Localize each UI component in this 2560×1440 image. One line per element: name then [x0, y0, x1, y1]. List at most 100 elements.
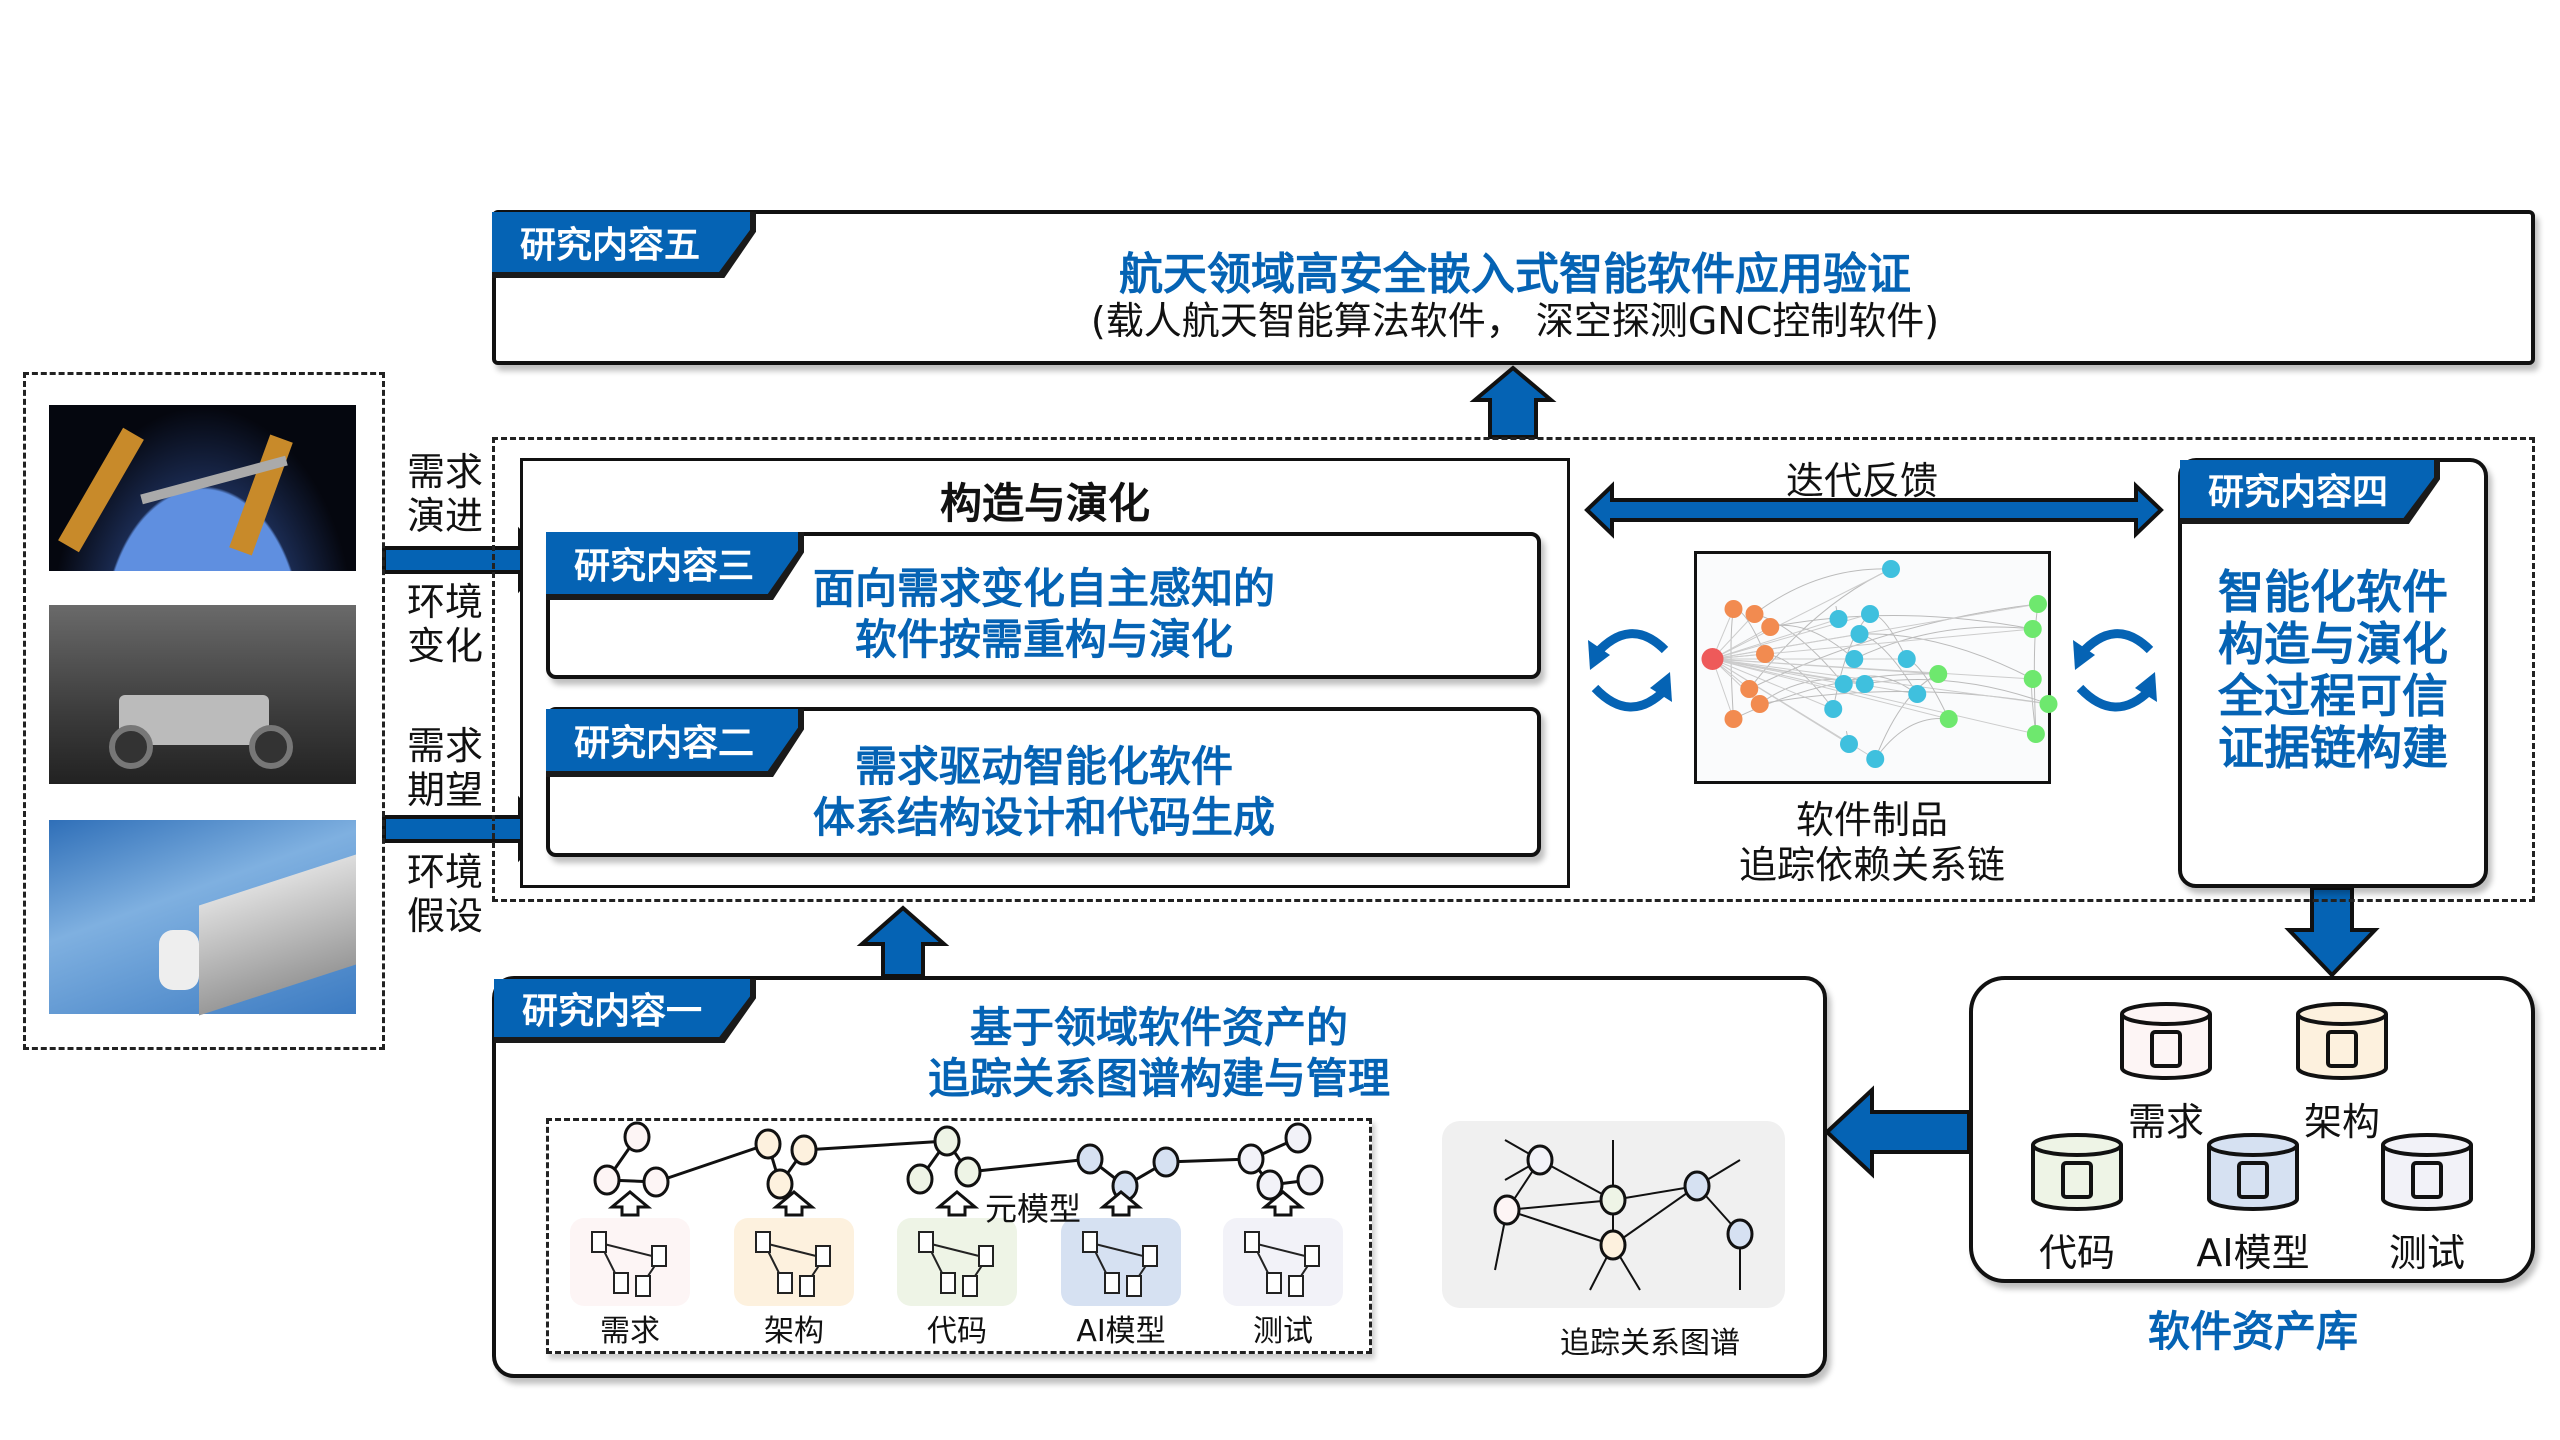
- metamodel-edge: [1165, 1157, 1252, 1164]
- metamodel-tile-label: 代码: [927, 1314, 987, 1349]
- up-arrow-icon: [607, 1190, 653, 1217]
- astronaut-eva-image: [49, 820, 356, 1016]
- network-edge: [1712, 618, 1839, 660]
- research4-tag: 研究内容四: [2180, 460, 2440, 524]
- construct-evolution-region: [492, 437, 2535, 902]
- trace-node: [1683, 1170, 1711, 1202]
- network-node: [1724, 710, 1743, 728]
- network-edge: [1770, 614, 2033, 630]
- up-arrow-icon: [771, 1190, 817, 1217]
- asset-db-layers-icon: [2296, 1002, 2388, 1080]
- space-station-image: [49, 405, 356, 571]
- network-node: [1840, 735, 1858, 753]
- metamodel-node: [1284, 1122, 1312, 1154]
- trace-network: [1701, 560, 2058, 768]
- research2-tag: 研究内容二: [546, 709, 804, 777]
- network-node: [2023, 620, 2042, 638]
- metamodel-node: [1152, 1146, 1180, 1178]
- research4-line: 构造与演化: [2218, 617, 2448, 671]
- network-edge: [1749, 603, 2039, 690]
- network-node: [2023, 670, 2042, 688]
- up-arrow-to-research5: [1469, 365, 1557, 439]
- asset-db-label: 测试: [2388, 1231, 2465, 1275]
- metamodel-node: [642, 1166, 670, 1198]
- network-node: [1750, 695, 1769, 713]
- trace-node: [1599, 1184, 1627, 1216]
- label-demand-expectation: 需求 期望: [406, 724, 483, 812]
- network-node: [1897, 650, 1916, 668]
- trace-edge: [1506, 1209, 1614, 1246]
- research5-box: [492, 210, 2535, 365]
- trace-node: [1599, 1229, 1627, 1261]
- down-arrow-to-assets: [2284, 886, 2380, 978]
- feedback-double-arrow: [1584, 481, 2164, 539]
- left-arrow-to-research1: [1824, 1085, 1971, 1179]
- network-edge: [2033, 603, 2039, 735]
- network-node: [2039, 695, 2058, 713]
- network-edge: [1854, 626, 2033, 660]
- network-edge: [1864, 679, 2049, 705]
- scenario-panel: [23, 372, 385, 1050]
- asset-library-title: 软件资产库: [2147, 1307, 2358, 1356]
- metamodel-tile-checklist-icon: [1223, 1218, 1343, 1306]
- research4-line: 证据链构建: [2218, 721, 2448, 775]
- asset-db-document-icon: [2120, 1002, 2212, 1080]
- research1-line1: 基于领域软件资产的: [969, 1003, 1348, 1052]
- lunar-rover-image: [49, 605, 356, 784]
- asset-library-box: [1969, 976, 2535, 1283]
- asset-db-checklist-icon: [2381, 1133, 2473, 1211]
- network-node: [1850, 625, 1869, 643]
- network-edge: [1712, 658, 1949, 720]
- up-arrow-icon: [1260, 1190, 1306, 1217]
- network-node: [1845, 650, 1864, 668]
- network-node: [2026, 725, 2045, 743]
- network-node: [1834, 675, 1853, 693]
- research1-line2: 追踪关系图谱构建与管理: [927, 1054, 1390, 1103]
- trace-edge: [1612, 1185, 1698, 1246]
- metamodel-tile-label: AI模型: [1076, 1314, 1166, 1349]
- research3-line2: 软件按需重构与演化: [854, 615, 1233, 664]
- cycle-icon-left-top: [1591, 629, 1669, 659]
- metamodel-tile-document-icon: [570, 1218, 690, 1306]
- research5-subtitle: (载人航天智能算法软件， 深空探测GNC控制软件): [1090, 299, 1940, 343]
- network-node: [1939, 710, 1958, 728]
- metamodel-panel: [546, 1118, 1372, 1354]
- research3-line1: 面向需求变化自主感知的: [812, 564, 1275, 613]
- network-node: [1740, 680, 1759, 698]
- network-node: [1701, 648, 1724, 670]
- metamodel-node: [906, 1163, 934, 1195]
- metamodel-tile-layers-icon: [734, 1218, 854, 1306]
- trace-edge: [1506, 1199, 1614, 1211]
- network-node: [1866, 750, 1885, 768]
- metamodel-node: [1076, 1143, 1104, 1175]
- metamodel-node: [754, 1128, 782, 1160]
- research1-tag: 研究内容一: [494, 979, 756, 1043]
- metamodel-node: [933, 1125, 961, 1157]
- network-edge: [1859, 633, 2033, 680]
- trace-node: [1493, 1194, 1521, 1226]
- label-env-change: 环境 变化: [406, 580, 483, 668]
- network-edge: [1712, 658, 2037, 735]
- metamodel-node: [766, 1168, 794, 1200]
- network-node: [2029, 595, 2047, 613]
- network-edge: [1712, 658, 1834, 710]
- asset-db-label: 代码: [2038, 1231, 2115, 1275]
- feedback-label: 迭代反馈: [1785, 459, 1938, 503]
- trace-edge: [1612, 1185, 1698, 1201]
- cycle-icon-right-top: [2076, 629, 2154, 659]
- metamodel-tile-label: 需求: [600, 1314, 660, 1349]
- asset-db-ai-cube-icon: [2207, 1133, 2299, 1211]
- network-node: [1855, 675, 1874, 693]
- metamodel-node: [954, 1156, 982, 1188]
- cycle-icon-right-bottom: [2076, 684, 2154, 712]
- network-edge: [1754, 568, 1892, 615]
- up-arrow-to-construct: [856, 905, 950, 978]
- research2-line2: 体系结构设计和代码生成: [812, 793, 1275, 842]
- research2-line1: 需求驱动智能化软件: [854, 742, 1233, 791]
- label-demand-evolution: 需求 演进: [406, 450, 483, 538]
- network-node: [1929, 665, 1948, 683]
- metamodel-node: [1296, 1164, 1324, 1196]
- trace-network-image: [1694, 551, 2058, 784]
- network-node: [1908, 685, 1927, 703]
